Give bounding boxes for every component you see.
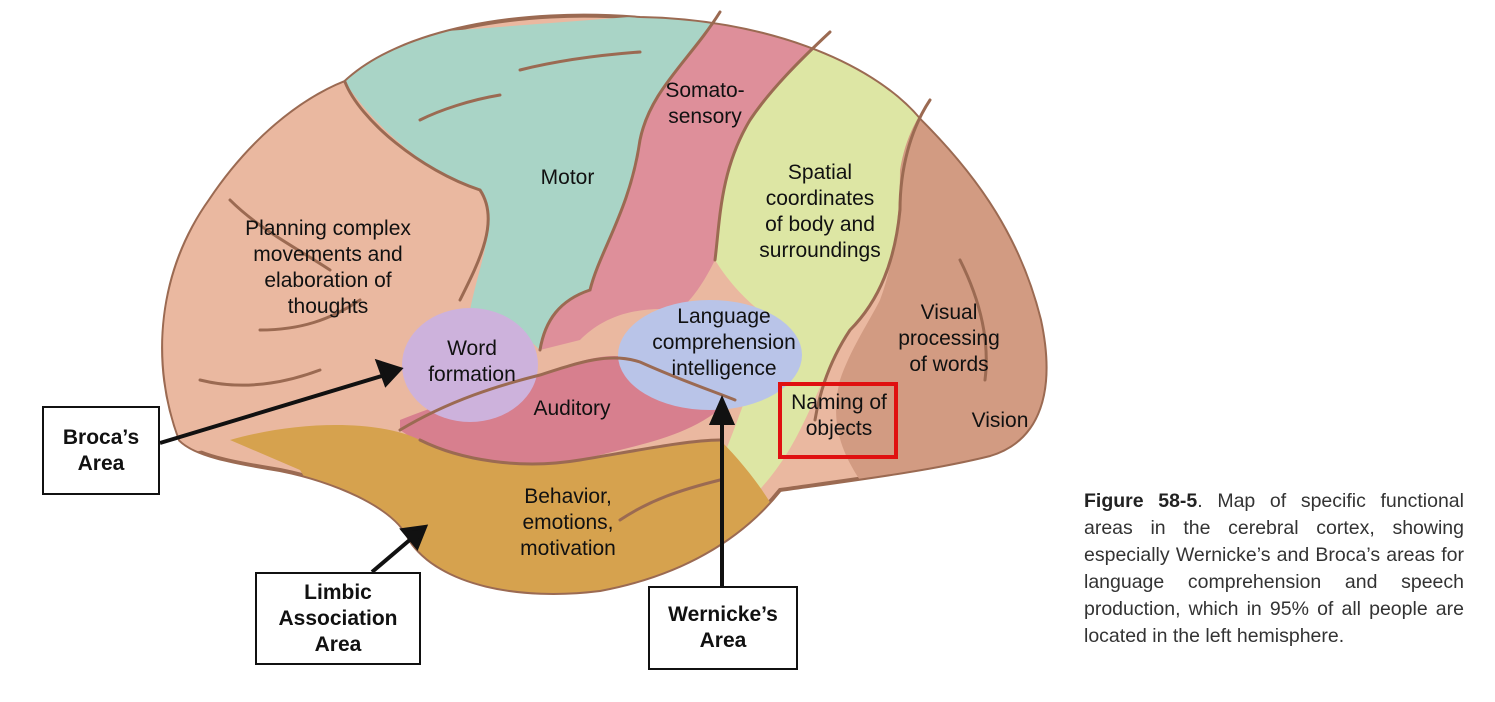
- naming-highlight-box: [778, 382, 898, 459]
- label-visual-words: Visual processing of words: [898, 301, 1000, 376]
- label-vision: Vision: [971, 409, 1029, 432]
- label-auditory: Auditory: [533, 397, 611, 420]
- somatosensory-region: [540, 15, 830, 350]
- label-word-formation: Word formation: [428, 337, 516, 386]
- broca-callout: Broca’s Area: [42, 406, 160, 495]
- pointer-arrows: [159, 358, 736, 586]
- frontal-region: [163, 82, 489, 460]
- figure-caption: Figure 58-5. Map of specific functional …: [1084, 488, 1464, 650]
- language-region: [618, 300, 802, 410]
- label-planning: Planning complex movements and elaborati…: [245, 217, 411, 318]
- label-somatosensory: Somato- sensory: [665, 79, 745, 128]
- label-spatial: Spatial coordinates of body and surround…: [759, 161, 881, 262]
- label-language: Language comprehension intelligence: [652, 305, 796, 380]
- wernicke-callout: Wernicke’s Area: [648, 586, 798, 670]
- label-naming: Naming of objects: [791, 391, 887, 440]
- brain-diagram: [159, 10, 1048, 595]
- label-behavior: Behavior, emotions, motivation: [520, 485, 616, 560]
- label-motor: Motor: [540, 166, 595, 189]
- motor-region: [330, 15, 720, 350]
- caption-text: . Map of specific functional areas in th…: [1084, 490, 1464, 647]
- word-formation-region: [402, 308, 538, 422]
- figure-label: Figure 58-5: [1084, 490, 1198, 512]
- limbic-callout: Limbic Association Area: [255, 572, 421, 665]
- sulci-lines: [198, 10, 988, 522]
